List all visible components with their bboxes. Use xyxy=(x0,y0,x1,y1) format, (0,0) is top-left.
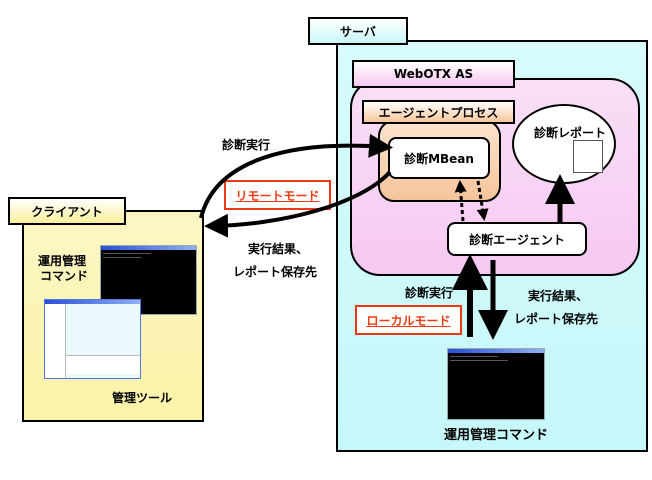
webotx-title-text: WebOTX AS xyxy=(393,67,474,81)
terminal-line xyxy=(450,356,498,357)
terminal-titlebar xyxy=(448,349,544,353)
terminal-titlebar xyxy=(101,246,196,250)
report-label: 診断レポート xyxy=(534,126,607,140)
agent-process-title: エージェントプロセス xyxy=(362,100,515,124)
agent-label: 診断エージェント xyxy=(469,232,565,247)
admin-tool-label: 管理ツール xyxy=(112,391,173,405)
client-command-label-2: コマンド xyxy=(40,269,89,283)
admin-sidebar xyxy=(45,304,66,378)
local-response-label-2: レポート保存先 xyxy=(514,312,599,326)
server-command-label: 運用管理コマンド xyxy=(444,428,549,443)
mbean-label: 診断MBean xyxy=(404,151,474,166)
remote-request-label: 診断実行 xyxy=(222,138,271,152)
diagnostic-agent-node: 診断エージェント xyxy=(447,222,587,256)
client-title: クライアント xyxy=(8,197,126,225)
local-request-label: 診断実行 xyxy=(405,286,454,300)
terminal-line xyxy=(103,257,141,258)
local-mode-box: ローカルモード xyxy=(355,305,462,335)
client-command-label-1: 運用管理 xyxy=(38,254,87,268)
admin-titlebar xyxy=(45,300,140,304)
local-mode-label: ローカルモード xyxy=(366,313,451,328)
remote-response-label-2: レポート保存先 xyxy=(233,265,318,279)
remote-mode-label: リモートモード xyxy=(235,188,320,203)
remote-response-label-1: 実行結果、 xyxy=(248,242,309,256)
document-icon xyxy=(573,140,603,173)
webotx-title: WebOTX AS xyxy=(352,60,515,88)
diagnostic-mbean-node: 診断MBean xyxy=(388,137,490,179)
terminal-line xyxy=(450,360,508,361)
client-title-text: クライアント xyxy=(31,204,103,219)
server-title: サーバ xyxy=(308,17,408,45)
terminal-line xyxy=(103,253,151,254)
server-terminal-window-icon xyxy=(447,348,545,420)
server-title-text: サーバ xyxy=(340,24,376,39)
admin-bottom-pane xyxy=(66,355,140,374)
agent-process-title-text: エージェントプロセス xyxy=(378,105,499,120)
remote-mode-box: リモートモード xyxy=(224,180,331,210)
admin-tool-window-icon xyxy=(44,299,141,379)
local-response-label-1: 実行結果、 xyxy=(528,289,589,303)
